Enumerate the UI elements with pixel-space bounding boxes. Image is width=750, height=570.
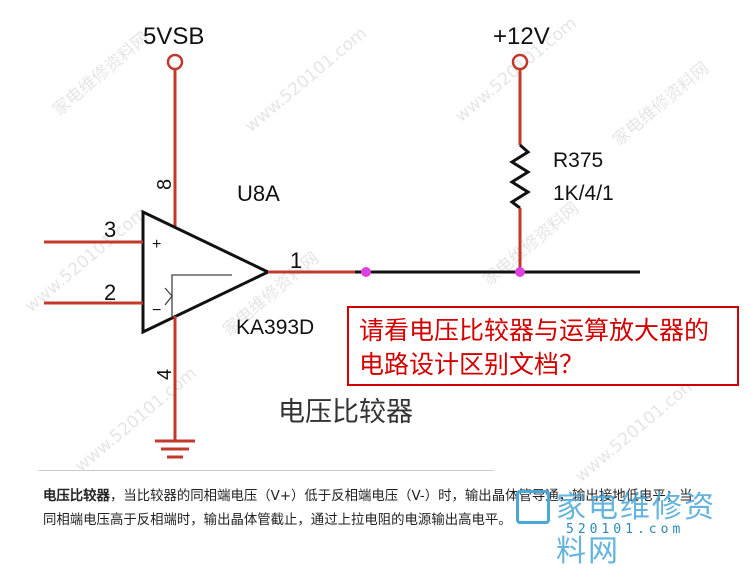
junction-dot xyxy=(361,267,371,277)
pin-8-label: 8 xyxy=(154,179,176,190)
supply-12v-terminal xyxy=(511,53,529,71)
question-callout: 请看电压比较器与运算放大器的电路设计区别文档？ xyxy=(347,306,739,386)
pin-1-label: 1 xyxy=(290,248,302,273)
site-logo: 家电维修资料网 520101.com xyxy=(508,482,744,569)
logo-mark-icon xyxy=(516,490,550,524)
supply-5v-terminal xyxy=(166,53,184,71)
junction-dot xyxy=(515,267,525,277)
comparator-schematic: 5VSB +12V R375 1K/4/1 + − 3 2 1 U8A KA39… xyxy=(44,23,640,459)
diagram-caption: 电压比较器 xyxy=(278,397,413,428)
pin-4-label: 4 xyxy=(154,369,176,380)
resistor-value: 1K/4/1 xyxy=(553,182,614,205)
pin-2-label: 2 xyxy=(104,280,116,305)
supply-5v-label: 5VSB xyxy=(143,23,204,50)
pin-3-label: 3 xyxy=(104,217,116,242)
comparator-symbol xyxy=(141,209,272,335)
logo-url: 520101.com xyxy=(566,522,685,537)
divider xyxy=(38,470,494,471)
chip-part: KA393D xyxy=(236,316,314,339)
plus-input-sign: + xyxy=(152,236,161,253)
minus-input-sign: − xyxy=(152,302,161,319)
resistor-ref: R375 xyxy=(553,149,603,172)
supply-12v-label: +12V xyxy=(493,23,550,50)
output-transistor-glyph xyxy=(164,287,173,306)
description-term: 电压比较器 xyxy=(43,489,110,504)
chip-ref: U8A xyxy=(237,181,280,206)
output-transistor-glyph xyxy=(171,274,232,318)
resistor-r375 xyxy=(509,143,531,210)
